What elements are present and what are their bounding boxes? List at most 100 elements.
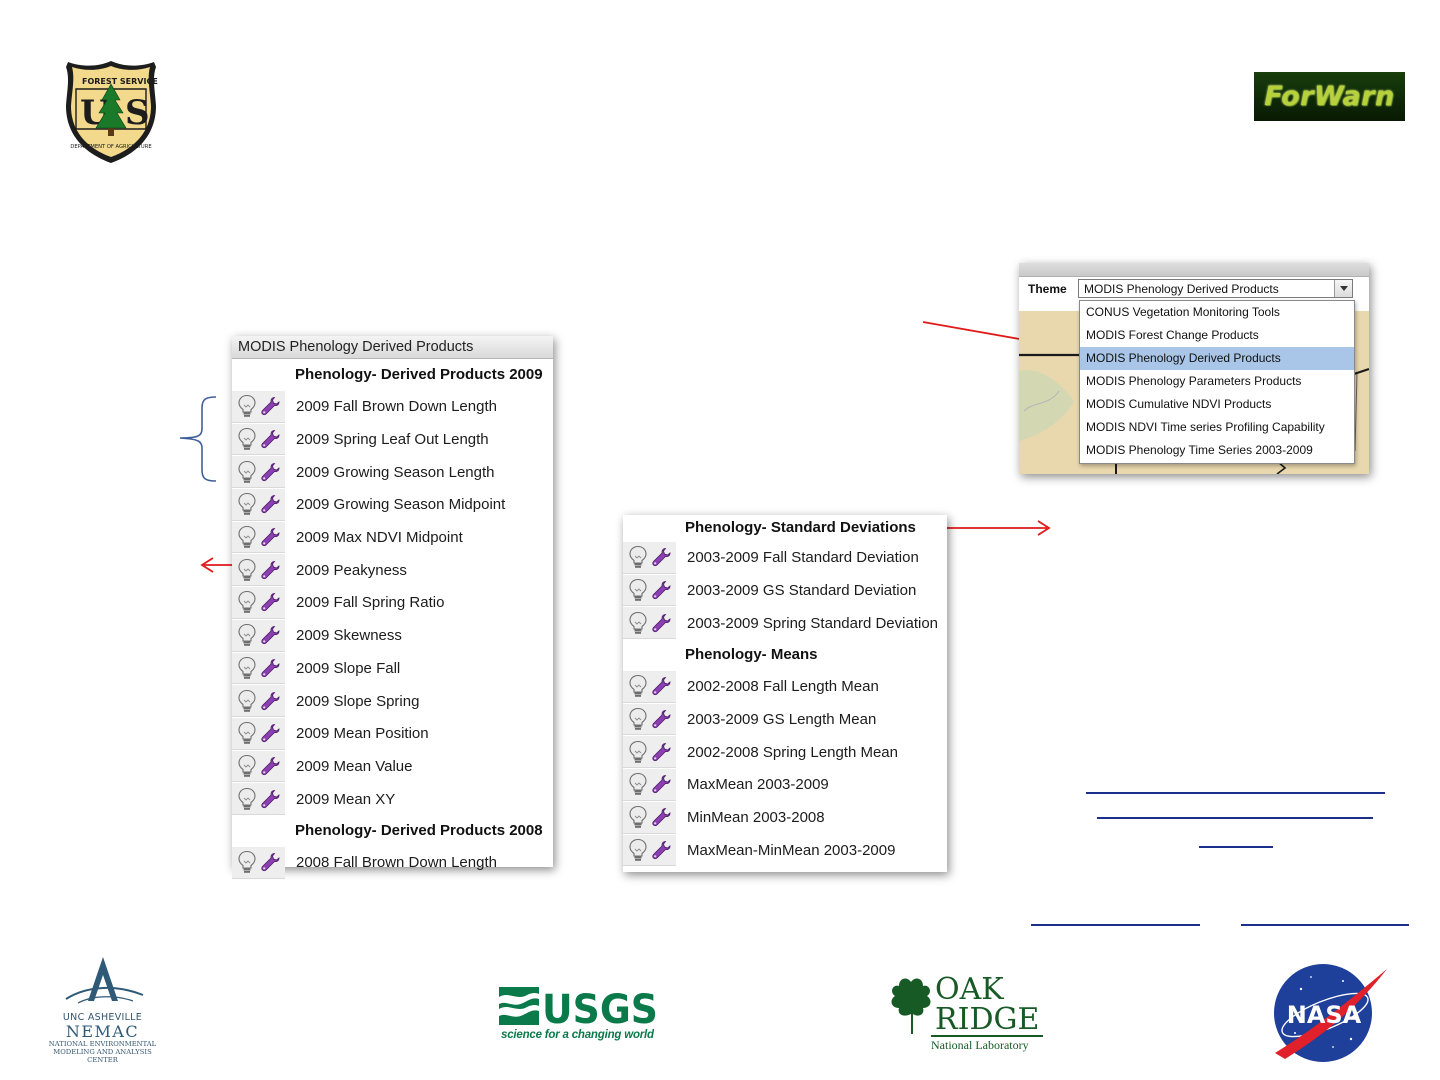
wrench-icon[interactable]: [651, 580, 671, 600]
theme-option[interactable]: MODIS Cumulative NDVI Products: [1086, 397, 1272, 411]
lightbulb-icon[interactable]: [237, 394, 257, 418]
wrench-icon[interactable]: [260, 691, 280, 711]
layer-label: 2009 Fall Spring Ratio: [296, 594, 445, 612]
layer-row[interactable]: 2003-2009 Fall Standard Deviation: [623, 541, 947, 574]
theme-option[interactable]: CONUS Vegetation Monitoring Tools: [1086, 305, 1280, 319]
lightbulb-icon[interactable]: [237, 689, 257, 713]
wrench-icon[interactable]: [260, 429, 280, 449]
lightbulb-icon[interactable]: [628, 772, 648, 796]
layer-label: 2003-2009 GS Standard Deviation: [687, 582, 917, 600]
wrench-icon[interactable]: [651, 676, 671, 696]
layer-row[interactable]: 2009 Fall Brown Down Length: [232, 390, 553, 423]
unca-line2: NEMAC: [65, 1022, 140, 1041]
lightbulb-icon[interactable]: [628, 740, 648, 764]
layer-row[interactable]: 2009 Max NDVI Midpoint: [232, 520, 553, 554]
forest-service-top-text: FOREST SERVICE: [82, 77, 158, 86]
lightbulb-icon[interactable]: [628, 674, 648, 698]
theme-option[interactable]: MODIS Phenology Derived Products: [1080, 347, 1354, 370]
layer-row[interactable]: 2002-2008 Fall Length Mean: [623, 670, 947, 703]
wrench-icon[interactable]: [260, 494, 280, 514]
layer-row[interactable]: MaxMean-MinMean 2003-2009: [623, 833, 947, 867]
layer-row-icons: [232, 652, 285, 685]
link-underline-1[interactable]: [1086, 792, 1385, 794]
link-underline-3[interactable]: [1199, 846, 1273, 848]
lightbulb-icon[interactable]: [237, 787, 257, 811]
layer-row-icons: [232, 554, 285, 587]
dropdown-arrow-icon[interactable]: [1334, 280, 1352, 297]
wrench-icon[interactable]: [260, 527, 280, 547]
theme-option[interactable]: MODIS Forest Change Products: [1086, 328, 1259, 342]
layer-label: 2009 Slope Spring: [296, 692, 420, 710]
lightbulb-icon[interactable]: [628, 611, 648, 635]
layer-row[interactable]: 2009 Mean Value: [232, 749, 553, 783]
wrench-icon[interactable]: [260, 756, 280, 776]
layer-row-icons: [232, 423, 285, 456]
lightbulb-icon[interactable]: [628, 545, 648, 569]
wrench-icon[interactable]: [260, 658, 280, 678]
link-underline-5[interactable]: [1241, 924, 1409, 926]
lightbulb-icon[interactable]: [628, 805, 648, 829]
wrench-icon[interactable]: [260, 852, 280, 872]
theme-option[interactable]: MODIS Phenology Time Series 2003-2009: [1086, 443, 1313, 457]
layer-row[interactable]: 2009 Slope Fall: [232, 651, 553, 685]
theme-option[interactable]: MODIS Phenology Parameters Products: [1086, 374, 1302, 388]
layer-row[interactable]: 2009 Growing Season Length: [232, 455, 553, 489]
wrench-icon[interactable]: [260, 723, 280, 743]
lightbulb-icon[interactable]: [237, 460, 257, 484]
wrench-icon[interactable]: [651, 547, 671, 567]
layer-row[interactable]: 2003-2009 Spring Standard Deviation: [623, 606, 947, 640]
layer-row[interactable]: 2003-2009 GS Standard Deviation: [623, 573, 947, 607]
wrench-icon[interactable]: [260, 625, 280, 645]
wrench-icon[interactable]: [651, 807, 671, 827]
lightbulb-icon[interactable]: [237, 525, 257, 549]
wrench-icon[interactable]: [651, 742, 671, 762]
lightbulb-icon[interactable]: [628, 707, 648, 731]
layer-row[interactable]: 2009 Skewness: [232, 618, 553, 652]
wrench-icon[interactable]: [651, 709, 671, 729]
link-underline-2[interactable]: [1097, 817, 1373, 819]
theme-select-value: MODIS Phenology Derived Products: [1084, 282, 1279, 296]
layer-row-icons: [623, 703, 676, 736]
layer-row[interactable]: 2003-2009 GS Length Mean: [623, 702, 947, 736]
layer-label: 2002-2008 Fall Length Mean: [687, 678, 879, 696]
lightbulb-icon[interactable]: [237, 850, 257, 874]
lightbulb-icon[interactable]: [628, 838, 648, 862]
layer-row[interactable]: MaxMean 2003-2009: [623, 768, 947, 801]
ornl-line2: RIDGE: [935, 1002, 1040, 1037]
layer-row[interactable]: 2009 Growing Season Midpoint: [232, 488, 553, 521]
wrench-icon[interactable]: [651, 840, 671, 860]
layer-row[interactable]: 2002-2008 Spring Length Mean: [623, 735, 947, 769]
ornl-underline: [931, 1035, 1043, 1037]
layer-row-icons: [232, 717, 285, 750]
wrench-icon[interactable]: [260, 560, 280, 580]
lightbulb-icon[interactable]: [237, 427, 257, 451]
lightbulb-icon[interactable]: [237, 623, 257, 647]
theme-option[interactable]: MODIS NDVI Time series Profiling Capabil…: [1086, 420, 1325, 434]
lightbulb-icon[interactable]: [237, 590, 257, 614]
layer-row[interactable]: 2009 Spring Leaf Out Length: [232, 422, 553, 456]
wrench-icon[interactable]: [260, 462, 280, 482]
layer-row-icons: [623, 801, 676, 834]
lightbulb-icon[interactable]: [628, 578, 648, 602]
layer-row-icons: [232, 750, 285, 783]
link-underline-4[interactable]: [1031, 924, 1200, 926]
lightbulb-icon[interactable]: [237, 492, 257, 516]
lightbulb-icon[interactable]: [237, 721, 257, 745]
lightbulb-icon[interactable]: [237, 558, 257, 582]
layer-row[interactable]: 2009 Fall Spring Ratio: [232, 586, 553, 619]
wrench-icon[interactable]: [651, 774, 671, 794]
wrench-icon[interactable]: [651, 613, 671, 633]
wrench-icon[interactable]: [260, 396, 280, 416]
layer-row[interactable]: MinMean 2003-2008: [623, 800, 947, 834]
wrench-icon[interactable]: [260, 592, 280, 612]
layer-row[interactable]: 2009 Slope Spring: [232, 684, 553, 717]
wrench-icon[interactable]: [260, 789, 280, 809]
lightbulb-icon[interactable]: [237, 754, 257, 778]
lightbulb-icon[interactable]: [237, 656, 257, 680]
layer-row[interactable]: 2008 Fall Brown Down Length: [232, 845, 553, 879]
layer-row[interactable]: 2009 Peakyness: [232, 553, 553, 587]
theme-select[interactable]: MODIS Phenology Derived Products: [1078, 279, 1353, 298]
layer-row[interactable]: 2009 Mean Position: [232, 716, 553, 750]
layer-row[interactable]: 2009 Mean XY: [232, 782, 553, 815]
